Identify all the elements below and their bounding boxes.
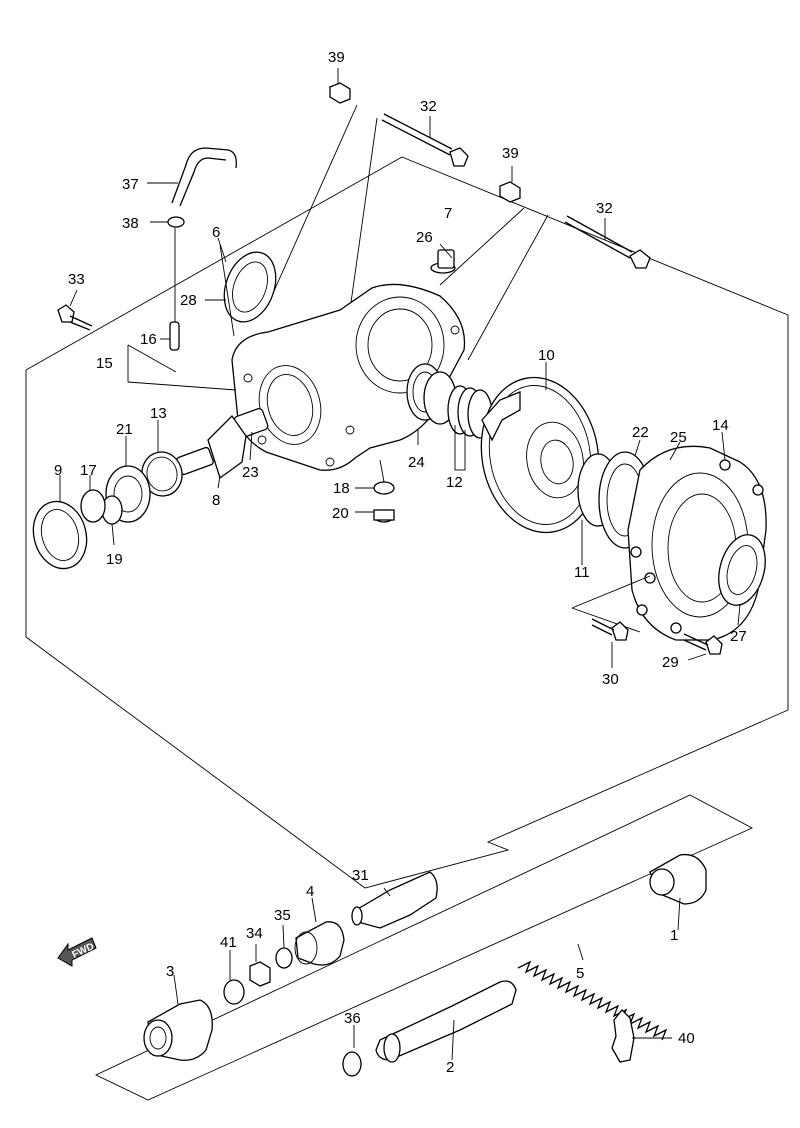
callout-28: 28 (180, 292, 197, 309)
drain-plug-part (430, 243, 456, 274)
callout-34: 34 (246, 925, 263, 942)
drive-gear-shaft-part (351, 871, 438, 929)
callout-39-top: 39 (328, 49, 345, 66)
callout-17: 17 (80, 462, 97, 479)
oil-seal-part (205, 237, 277, 323)
callout-15: 15 (96, 355, 113, 372)
callout-40: 40 (678, 1030, 695, 1047)
nut-part-34 (249, 944, 271, 987)
dowel-pin-part (160, 321, 180, 351)
callout-21: 21 (116, 421, 133, 438)
leader-line (219, 244, 235, 337)
callout-13: 13 (150, 405, 167, 422)
callout-25: 25 (670, 429, 687, 446)
stud-bolt-part-right (467, 214, 651, 361)
callout-31: 31 (352, 867, 369, 884)
callout-36: 36 (344, 1010, 361, 1027)
callout-33: 33 (68, 271, 85, 288)
callout-5: 5 (576, 965, 584, 982)
callout-8: 8 (212, 492, 220, 509)
bolt-part-29 (571, 575, 723, 661)
washer-part-18 (355, 459, 395, 495)
callout-2: 2 (446, 1059, 454, 1076)
callout-12: 12 (446, 474, 463, 491)
plug-part-20 (355, 509, 395, 523)
callout-18: 18 (333, 480, 350, 497)
callout-4: 4 (306, 883, 314, 900)
callout-37: 37 (122, 176, 139, 193)
breather-hose-part (147, 147, 237, 207)
callout-35: 35 (274, 907, 291, 924)
callout-30: 30 (602, 671, 619, 688)
callout-14: 14 (712, 417, 729, 434)
cover-seal-part (718, 534, 766, 626)
bevel-pinion-part (176, 414, 247, 489)
callout-24: 24 (408, 454, 425, 471)
callout-9: 9 (54, 462, 62, 479)
callout-39-right: 39 (502, 145, 519, 162)
bearing-part-24 (406, 363, 457, 445)
forward-direction-icon: FWD (57, 937, 97, 967)
callout-7: 7 (444, 205, 452, 222)
callout-41: 41 (220, 934, 237, 951)
callout-10: 10 (538, 347, 555, 364)
output-shaft-part (375, 980, 517, 1063)
splined-coupler-part (143, 974, 213, 1061)
callout-38: 38 (122, 215, 139, 232)
callout-22: 22 (632, 424, 649, 441)
callout-27: 27 (730, 628, 747, 645)
nut-part-17 (80, 475, 106, 523)
upper-assembly-frame (25, 156, 789, 889)
bracket-leader-15 (127, 344, 237, 391)
callout-32-right: 32 (596, 200, 613, 217)
hose-clamp-part (150, 216, 185, 322)
callout-26: 26 (416, 229, 433, 246)
fwd-label: FWD (71, 941, 96, 961)
bolt-part-30 (591, 618, 629, 668)
spring-part (517, 943, 668, 1041)
callout-11: 11 (574, 564, 590, 581)
ring-gear-part (480, 362, 600, 534)
callout-32-top: 32 (420, 98, 437, 115)
nut-part-top (269, 68, 358, 301)
callout-23: 23 (242, 464, 259, 481)
callout-19: 19 (106, 551, 123, 568)
callout-3: 3 (166, 963, 174, 980)
callout-16: 16 (140, 331, 157, 348)
callout-29: 29 (662, 654, 679, 671)
callout-6: 6 (212, 224, 220, 241)
coupling-part (32, 475, 88, 570)
nut-part-right (439, 166, 525, 286)
callout-20: 20 (332, 505, 349, 522)
o-ring-part-36 (342, 1025, 362, 1077)
sleeve-part (649, 853, 707, 931)
washer-part-35 (275, 924, 293, 969)
bearing-part-4 (294, 897, 345, 966)
shaft-assembly-frame (94, 794, 754, 1101)
bolt-part-left (57, 289, 93, 331)
retaining-clip-part (611, 1009, 672, 1063)
callout-1: 1 (670, 927, 678, 944)
o-ring-part-41 (223, 950, 245, 1005)
